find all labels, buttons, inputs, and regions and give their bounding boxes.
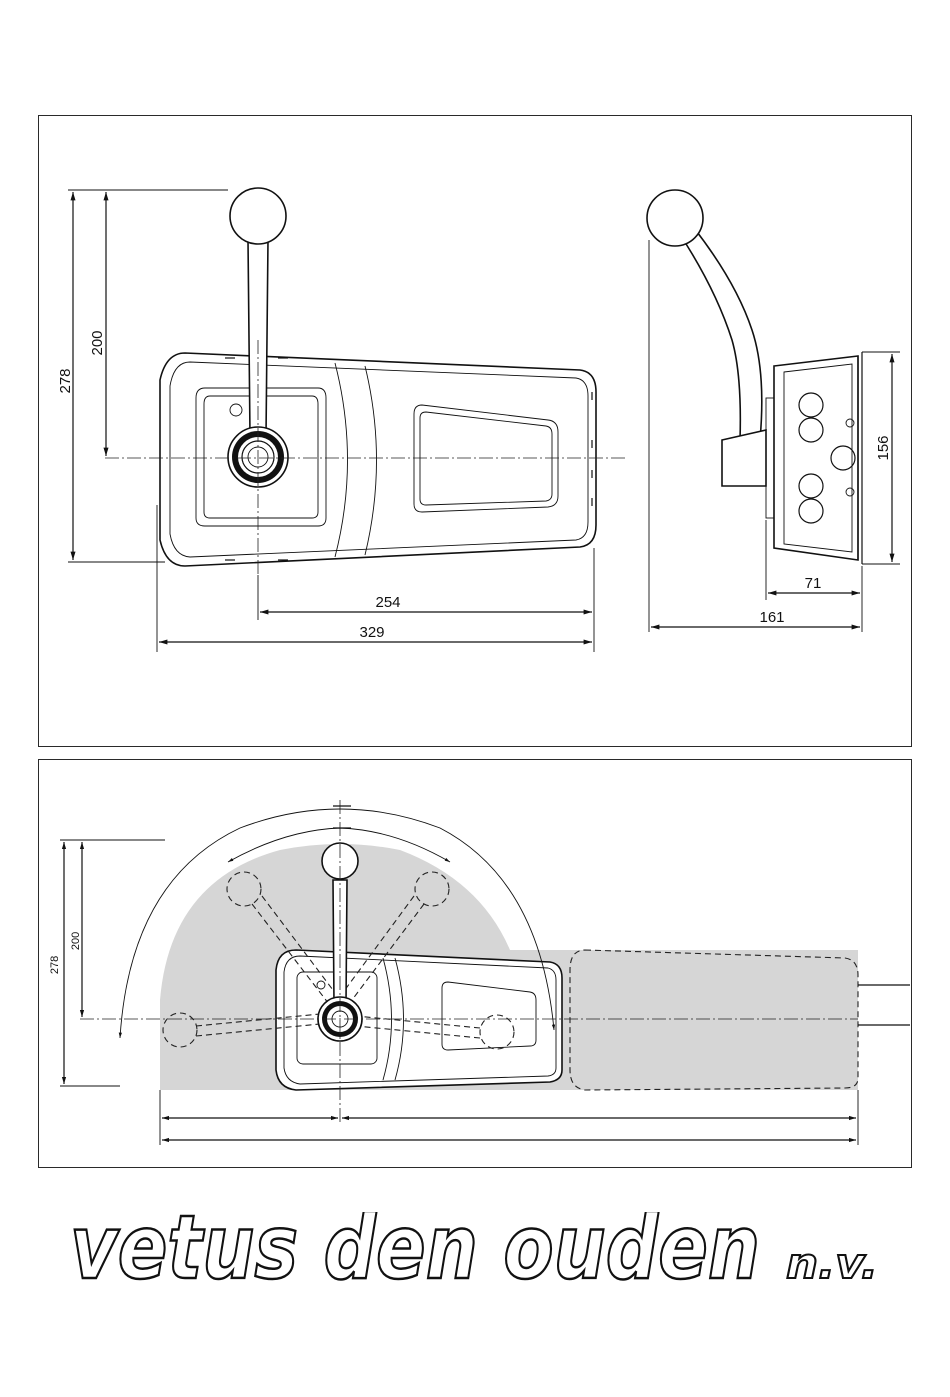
swing-dim-label-278: 278: [49, 956, 61, 974]
brand-suffix: n.v.: [786, 1239, 878, 1284]
swing-view-drawing: 278 200: [0, 0, 950, 1180]
swing-dim-label-200: 200: [70, 932, 82, 950]
vetus-den-ouden-logo: vetus den ouden n.v.: [70, 1212, 880, 1284]
brand-wordmark: vetus den ouden: [70, 1212, 760, 1284]
